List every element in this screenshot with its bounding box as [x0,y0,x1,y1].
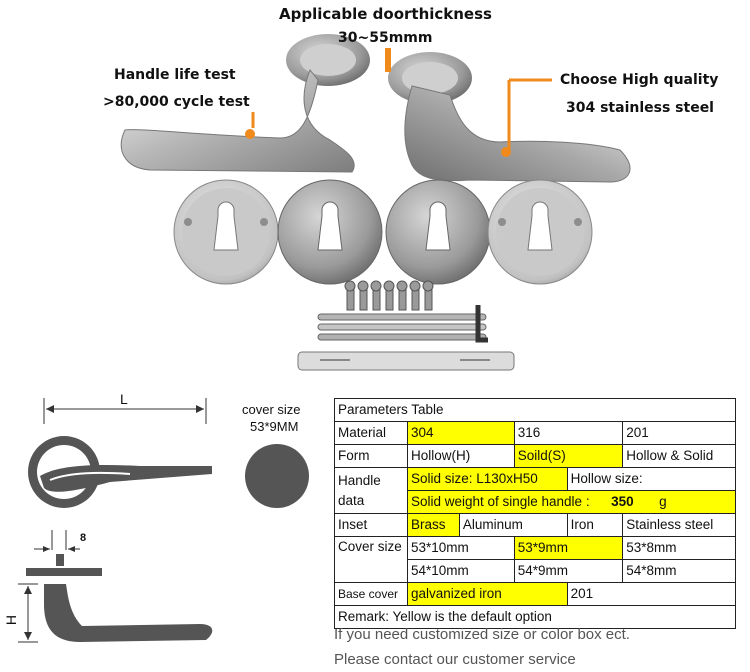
cover-size-54x9: 54*9mm [513,559,624,583]
inset-label: Inset [334,513,408,537]
cover-circle [245,444,309,508]
solid-weight-label: Solid weight of single handle : [410,494,590,509]
material-option-304: 304 [406,421,515,445]
material-value: 304 stainless steel [566,100,714,116]
material-label: Material [334,421,408,445]
escutcheon-plates [173,179,593,285]
dimension-diagram [18,398,309,643]
base-cover-201: 201 [566,582,737,606]
door-thickness-title: Applicable doorthickness [279,5,492,23]
bolts [317,305,488,343]
life-test-title: Handle life test [114,67,236,83]
form-label: Form [334,444,408,468]
cover-size-54x10: 54*10mm [406,559,515,583]
footer-note-2: Please contact our customer service [334,651,576,668]
handle-data-label-line2: data [338,492,365,508]
inset-option-brass: Brass [406,513,460,537]
table-title-row: Parameters Table [334,398,736,422]
handle-data-label-line1: Handle [338,472,381,488]
cover-size-label: Cover size [334,536,408,583]
material-row: Material 304 316 201 [334,421,736,445]
side-view-handle [18,530,213,643]
solid-weight-value: 350 [611,494,634,509]
left-handle [120,34,370,173]
cover-size-row-2: 54*10mm 54*9mm 54*8mm [335,559,736,583]
handle-data-label: Handle data [334,467,408,514]
inset-option-aluminum: Aluminum [458,513,568,537]
door-thickness-range: 30~55mmm [338,30,433,46]
form-option-hollow-solid: Hollow & Solid [622,444,736,468]
solid-size: Solid size: L130xH50 [406,467,568,491]
form-option-hollow: Hollow(H) [406,444,515,468]
base-cover-row: Base cover galvanized iron 201 [334,582,737,606]
screws [344,280,434,311]
material-title: Choose High quality [560,72,719,88]
cover-size-value: 53*9MM [250,419,299,434]
life-test-value: >80,000 cycle test [103,94,250,110]
inset-row: Inset Brass Aluminum Iron Stainless stee… [334,513,736,537]
top-view-handle [28,436,212,508]
cover-size-title: cover size [242,402,301,417]
solid-weight-unit: g [659,494,667,509]
material-option-316: 316 [513,421,624,445]
thickness-marker [385,48,391,72]
remark-row: Remark: Yellow is the default option [334,605,736,629]
footer-note-1: If you need customized size or color box… [334,626,630,643]
base-cover-label: Base cover [334,582,408,606]
solid-weight: Solid weight of single handle : 350 g [406,490,737,514]
product-photo [120,34,631,371]
spindle [297,351,515,371]
table-title: Parameters Table [334,398,736,422]
remark: Remark: Yellow is the default option [334,605,736,629]
cover-size-53x10: 53*10mm [406,536,515,560]
height-label: H [3,614,20,626]
length-label: L [120,391,128,407]
form-row: Form Hollow(H) Soild(S) Hollow & Solid [334,444,736,468]
cover-size-54x8: 54*8mm [622,559,736,583]
cover-size-row-1: Cover size 53*10mm 53*9mm 53*8mm [334,536,736,583]
cover-size-53x9: 53*9mm [513,536,624,560]
base-cover-galvanized: galvanized iron [406,582,568,606]
cover-size-53x8: 53*8mm [622,536,736,560]
material-option-201: 201 [622,421,736,445]
rose-thickness-label: 8 [80,532,87,544]
hollow-size: Hollow size: [566,467,737,491]
parameters-table: Parameters Table Material 304 316 201 Fo… [334,398,737,629]
handle-data-row-2: Solid weight of single handle : 350 g [335,490,737,514]
handle-data-row-1: Handle data Solid size: L130xH50 Hollow … [334,467,737,514]
inset-option-stainless: Stainless steel [622,513,736,537]
form-option-solid: Soild(S) [513,444,624,468]
inset-option-iron: Iron [566,513,624,537]
